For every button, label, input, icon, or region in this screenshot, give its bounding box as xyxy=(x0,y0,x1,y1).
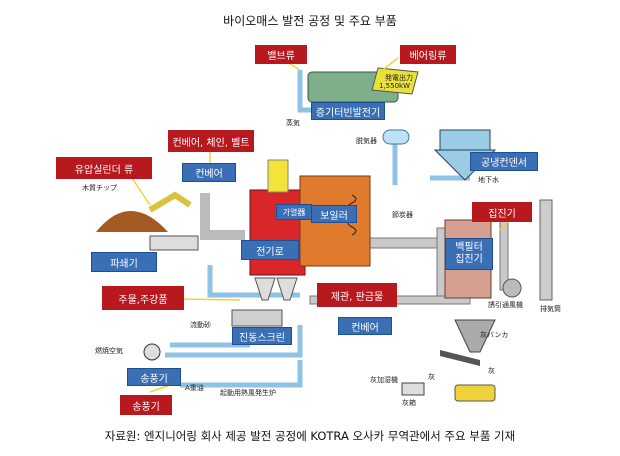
label-blower-blue: 송풍기 xyxy=(127,368,181,386)
label-fluid-sand: 流動砂 xyxy=(190,321,211,329)
hopper-1 xyxy=(254,277,276,301)
furnace-body xyxy=(249,189,306,276)
label-cooling-condenser: 공냉컨덴서 xyxy=(470,152,538,171)
label-power-output-2: 1,550kW xyxy=(379,82,411,90)
power-output-burst xyxy=(371,67,419,95)
label-pipe-sheet: 제관, 판금물 xyxy=(317,283,397,307)
label-casting: 주물,주강품 xyxy=(102,286,184,310)
label-conveyor-chain-belt: 컨베어, 체인, 벨트 xyxy=(168,130,254,152)
label-boiler: 보일러 xyxy=(311,205,357,223)
vibrating-screen-unit xyxy=(231,309,283,327)
induced-fan-unit xyxy=(502,278,522,298)
crusher-unit xyxy=(149,235,199,251)
label-ash-box: 灰箱 xyxy=(402,399,416,407)
label-wood-chip: 木質チップ xyxy=(82,184,117,192)
label-economizer: 節炭器 xyxy=(392,211,413,219)
label-dust-collector: 집진기 xyxy=(472,202,532,222)
label-induced-fan: 誘引通風機 xyxy=(488,301,523,309)
air-pipe xyxy=(165,325,303,358)
wood-chip-pile xyxy=(96,211,168,232)
label-conveyor-top: 컨베어 xyxy=(182,163,236,182)
condenser-top xyxy=(439,129,491,151)
ash-bunker-unit xyxy=(454,319,496,353)
stack-unit xyxy=(539,199,553,301)
label-stack: 排気筒 xyxy=(540,305,561,313)
ash-humidifier-unit xyxy=(401,382,425,396)
label-blower-red: 송풍기 xyxy=(120,395,172,415)
label-ash: 灰 xyxy=(488,367,495,375)
label-ash-2: 灰 xyxy=(428,373,435,381)
label-heavy-oil: A重油 xyxy=(185,384,204,392)
hopper-2 xyxy=(276,277,298,301)
heater-top xyxy=(267,159,289,193)
label-groundwater: 地下水 xyxy=(478,176,499,184)
label-vibrating-screen: 진동스크린 xyxy=(232,327,292,345)
source-caption: 자료원: 엔지니어링 회사 제공 발전 공정에 KOTRA 오사카 무역관에서 … xyxy=(104,429,516,443)
label-heater: 가열器 xyxy=(276,204,312,220)
label-ash-bunker: 灰バンカ xyxy=(480,331,509,339)
label-furnace: 전기로 xyxy=(241,240,299,260)
ash-truck xyxy=(454,384,496,402)
oil-pipe xyxy=(180,360,303,388)
outlet-duct xyxy=(499,219,509,291)
label-conveyor-bottom: 컨베어 xyxy=(338,317,392,335)
chip-loader xyxy=(148,191,192,213)
combustion-fan-unit xyxy=(143,343,161,361)
label-hydraulic-cylinder: 유압실린더 류 xyxy=(56,157,152,179)
label-startup-furnace: 起動用熱風発生炉 xyxy=(220,389,276,397)
label-steam: 蒸気 xyxy=(286,119,300,127)
ash-conveyor-unit xyxy=(440,350,480,366)
label-steam-turbine: 증기터빈발전기 xyxy=(311,102,385,120)
label-deaerator: 脱気器 xyxy=(356,137,377,145)
label-valve: 밸브류 xyxy=(255,45,307,64)
label-bag-filter: 백필터 집진기 xyxy=(445,238,493,270)
feed-chute xyxy=(200,193,245,240)
label-power-output-1: 発電出力 xyxy=(385,74,413,82)
label-crusher: 파쇄기 xyxy=(91,252,157,272)
label-bearing: 베어링류 xyxy=(400,45,456,64)
label-combustion-air: 燃焼空気 xyxy=(95,347,123,355)
label-ash-humidifier: 灰加湿機 xyxy=(370,376,398,384)
deaerator-tank xyxy=(382,129,410,145)
diagram-title: 바이오매스 발전 공정 및 주요 부품 xyxy=(223,14,397,28)
